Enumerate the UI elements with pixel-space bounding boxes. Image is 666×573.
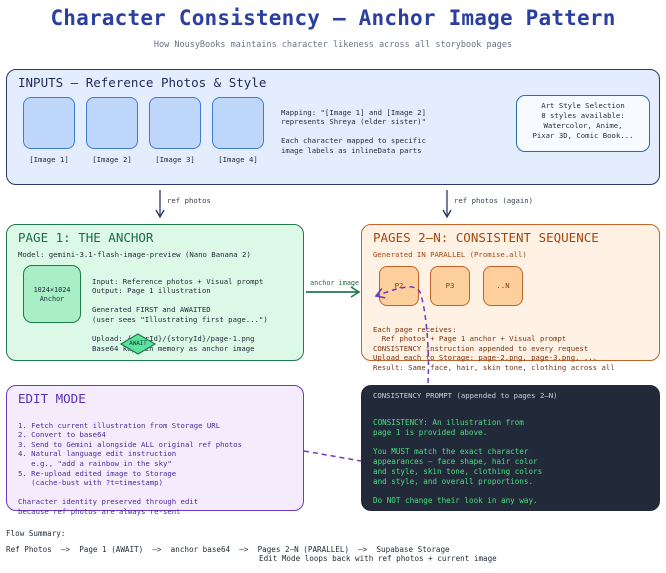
arrow-label-ref-photos: ref photos (167, 196, 211, 205)
reference-image-1 (23, 97, 75, 149)
dashed-consistency-link (374, 286, 430, 384)
pages2-details: Each page receives: Ref photos + Page 1 … (373, 324, 615, 372)
page1-model: Model: gemini-3.1-flash-image-preview (N… (18, 250, 251, 259)
reference-image-3 (149, 97, 201, 149)
edit-mode-title: EDIT MODE (18, 391, 86, 406)
flow-summary-note: Edit Mode loops back with ref photos + c… (259, 554, 497, 563)
consistency-prompt-title: CONSISTENCY PROMPT (appended to pages 2–… (373, 391, 558, 400)
await-diamond (119, 333, 157, 355)
flow-summary-heading: Flow Summary: (6, 529, 66, 538)
inputs-title: INPUTS — Reference Photos & Style (18, 75, 267, 90)
arrow-label-ref-photos-again: ref photos (again) (454, 196, 534, 205)
page-box-p2: P2 (379, 266, 419, 306)
reference-image-2 (86, 97, 138, 149)
diagram-subtitle: How NousyBooks maintains character liken… (153, 40, 513, 50)
edit-mode-steps: 1. Fetch current illustration from Stora… (18, 420, 243, 516)
flow-summary-steps: Ref Photos —> Page 1 (AWAIT) —> anchor b… (6, 545, 450, 554)
arrow-label-anchor-image: anchor image (310, 279, 360, 287)
reference-image-label: [Image 1] (29, 155, 69, 164)
await-label: AWAIT (129, 341, 147, 347)
page-box-p3: P3 (430, 266, 470, 306)
reference-image-label: [Image 3] (155, 155, 195, 164)
edit-mode-panel (6, 385, 304, 511)
reference-image-label: [Image 4] (218, 155, 258, 164)
anchor-image-box: 1024×1024 Anchor (23, 265, 81, 323)
consistency-prompt-panel (361, 385, 660, 511)
page-box-n: ..N (483, 266, 523, 306)
reference-image-label: [Image 2] (92, 155, 132, 164)
page1-title: PAGE 1: THE ANCHOR (18, 230, 154, 245)
reference-image-4 (212, 97, 264, 149)
diagram-title: Character Consistency — Anchor Image Pat… (50, 6, 616, 30)
pages2-title: PAGES 2–N: CONSISTENT SEQUENCE (373, 230, 599, 245)
pages2-subtitle: Generated IN PARALLEL (Promise.all) (373, 250, 527, 259)
dashed-edit-link (303, 450, 362, 462)
art-style-selection-box: Art Style Selection 8 styles available: … (516, 95, 650, 152)
mapping-text: Mapping: "[Image 1] and [Image 2]represe… (281, 107, 426, 155)
